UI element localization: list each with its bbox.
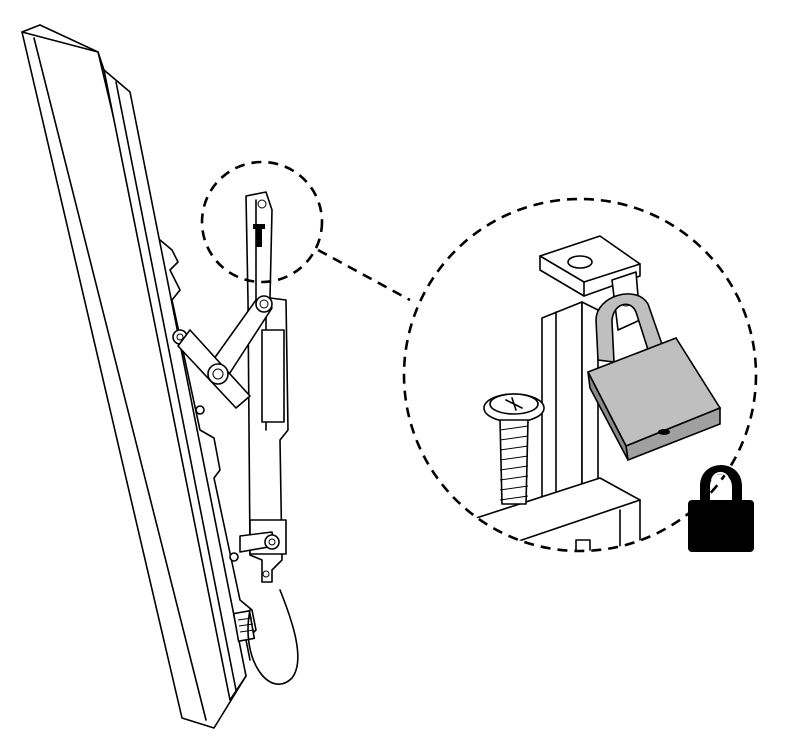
tv-panel (21, 24, 257, 729)
screw-icon (253, 224, 265, 247)
screw-icon (483, 393, 545, 505)
wall-bracket (177, 191, 299, 685)
callout-connector (317, 248, 411, 302)
lock-icon (688, 465, 754, 552)
detail-callout-source (200, 160, 324, 284)
detail-callout (402, 197, 758, 553)
padlock-icon (586, 293, 722, 462)
